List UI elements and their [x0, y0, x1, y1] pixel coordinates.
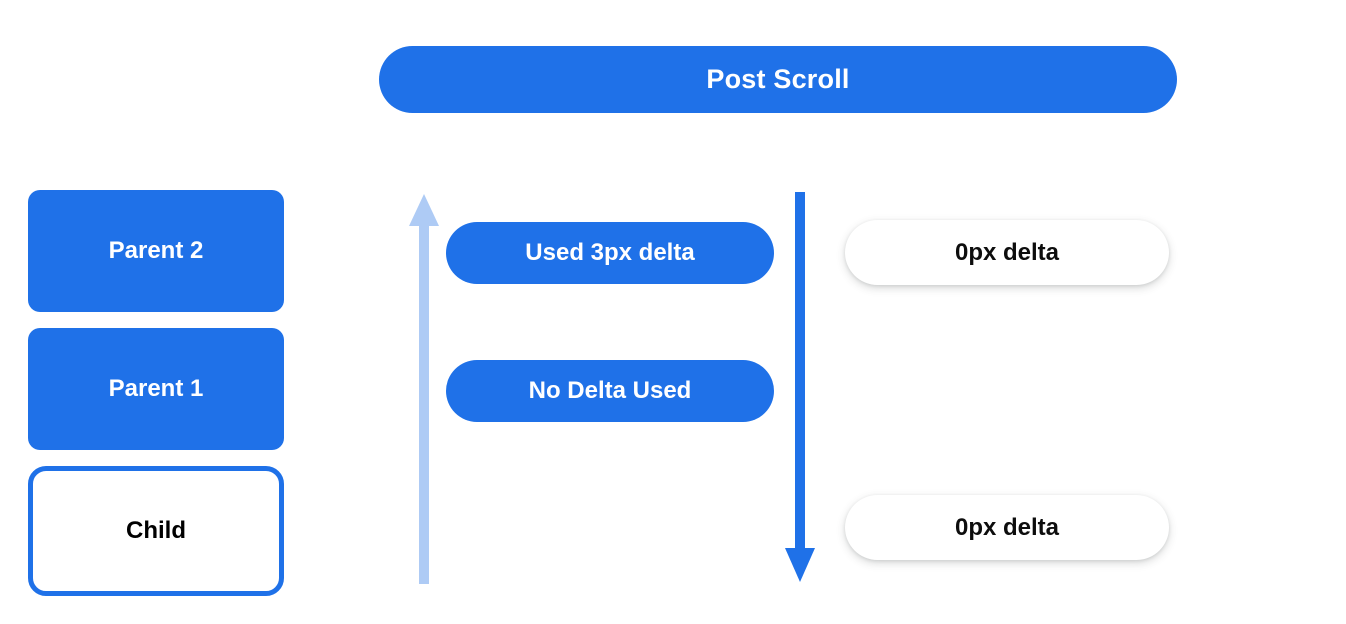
scroll-container-stack: Parent 2 Parent 1 Child [28, 190, 284, 596]
pill-used-3px-delta-label: Used 3px delta [525, 239, 695, 266]
pill-0px-delta-bottom: 0px delta [845, 495, 1169, 560]
post-scroll-banner-label: Post Scroll [706, 64, 850, 94]
scroll-chain-up-arrow [407, 192, 441, 589]
stack-box-parent-2: Parent 2 [28, 190, 284, 312]
stack-box-child-label: Child [126, 517, 186, 544]
pill-no-delta-used-label: No Delta Used [528, 377, 692, 404]
pill-no-delta-used: No Delta Used [446, 360, 774, 422]
stack-box-parent-1-label: Parent 1 [108, 375, 204, 402]
pill-0px-delta-top: 0px delta [845, 220, 1169, 285]
scroll-chain-down-arrow [783, 192, 817, 589]
pill-used-3px-delta: Used 3px delta [446, 222, 774, 284]
post-scroll-banner: Post Scroll [379, 46, 1177, 113]
pill-0px-delta-top-label: 0px delta [954, 238, 1060, 266]
stack-box-parent-2-label: Parent 2 [108, 237, 204, 264]
pill-0px-delta-bottom-label: 0px delta [954, 513, 1060, 541]
stack-box-child: Child [28, 466, 284, 596]
stack-box-parent-1: Parent 1 [28, 328, 284, 450]
